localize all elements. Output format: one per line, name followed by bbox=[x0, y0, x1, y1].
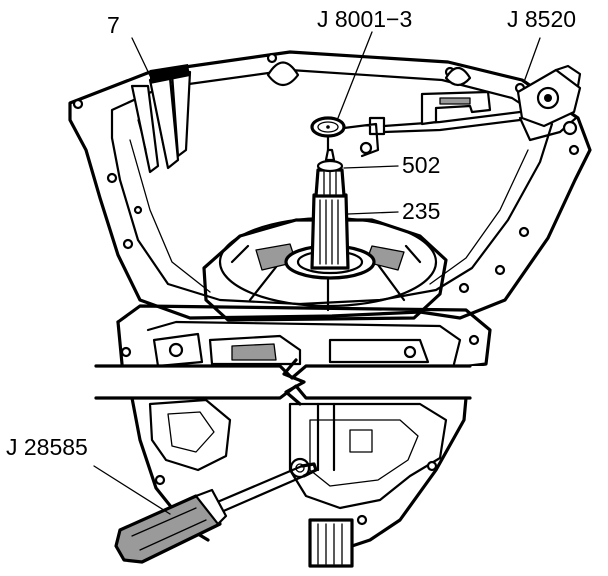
callout-j8001-3: J 8001−3 bbox=[317, 6, 412, 32]
callout-7: 7 bbox=[107, 12, 120, 38]
section-break-band bbox=[0, 358, 608, 406]
callout-j28585: J 28585 bbox=[6, 434, 88, 460]
bottom-shaft bbox=[308, 518, 354, 568]
guide-fingers bbox=[130, 64, 192, 174]
transmission-housing-lower bbox=[116, 304, 492, 550]
output-shaft bbox=[310, 148, 350, 270]
indicator-bracket bbox=[382, 64, 582, 142]
screwdriver-tool bbox=[114, 462, 318, 564]
callout-235: 235 bbox=[402, 198, 440, 224]
transmission-housing-upper bbox=[68, 50, 592, 320]
leader-lines bbox=[93, 31, 541, 515]
callout-502: 502 bbox=[402, 152, 440, 178]
inner-case bbox=[202, 216, 448, 322]
dial-indicator bbox=[310, 116, 386, 158]
callout-j8520: J 8520 bbox=[507, 6, 576, 32]
